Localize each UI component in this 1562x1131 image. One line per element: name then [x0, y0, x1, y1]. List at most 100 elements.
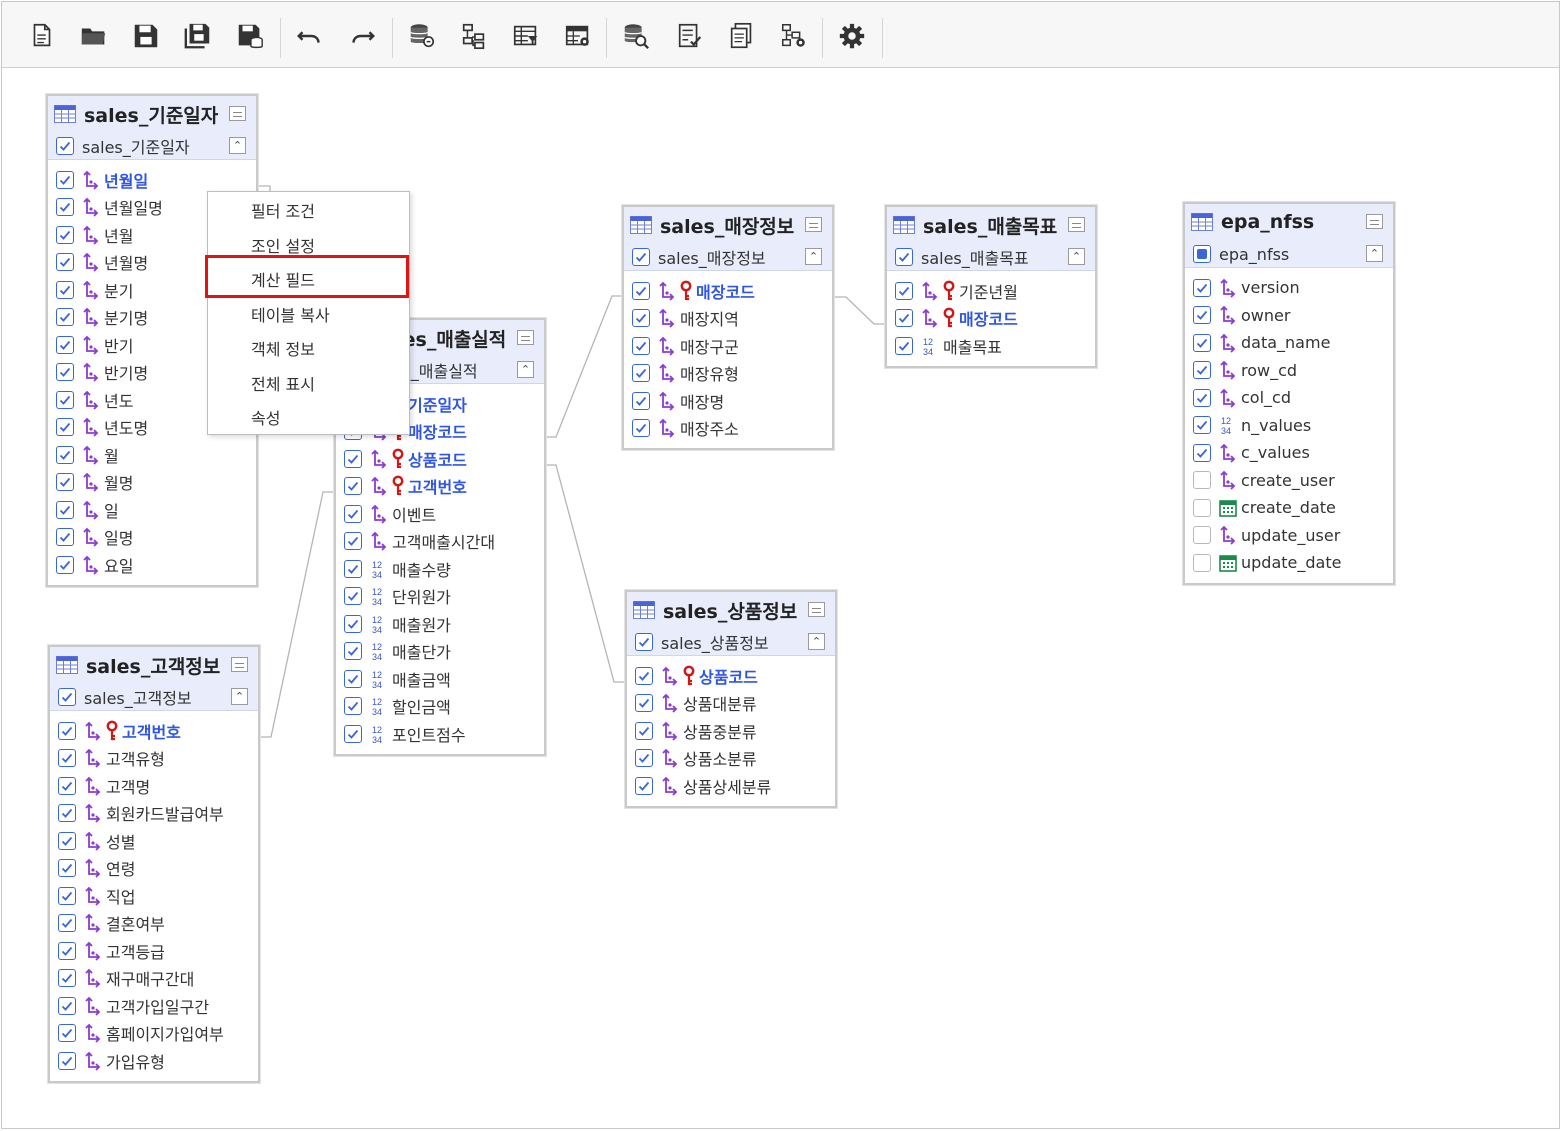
column-row[interactable]: 상품중분류 — [627, 717, 835, 745]
table-menu-button[interactable] — [1068, 217, 1085, 232]
new-file-button[interactable] — [22, 16, 62, 56]
context-menu-item[interactable]: 속성 — [251, 409, 281, 429]
column-row[interactable]: 년도명 — [48, 414, 256, 442]
column-row[interactable]: 직업 — [50, 882, 258, 910]
column-row[interactable]: 매장주소 — [624, 415, 832, 443]
column-row[interactable]: 고객명 — [50, 772, 258, 800]
column-row[interactable]: 가입유형 — [50, 1047, 258, 1075]
column-row[interactable]: 월명 — [48, 469, 256, 497]
column-row[interactable]: 고객매출시간대 — [336, 528, 544, 556]
column-checkbox[interactable] — [58, 941, 76, 960]
column-checkbox[interactable] — [344, 697, 362, 716]
column-checkbox[interactable] — [895, 281, 913, 300]
tree-settings-button[interactable] — [774, 16, 814, 56]
collapse-button[interactable]: ⌃ — [1366, 245, 1383, 262]
column-checkbox[interactable] — [1193, 526, 1211, 545]
column-checkbox[interactable] — [56, 555, 74, 574]
column-row[interactable]: create_user — [1185, 467, 1393, 495]
column-checkbox[interactable] — [1193, 443, 1211, 462]
column-checkbox[interactable] — [344, 477, 362, 496]
column-checkbox[interactable] — [56, 500, 74, 519]
alias-checkbox[interactable] — [1193, 245, 1211, 263]
column-checkbox[interactable] — [632, 364, 650, 383]
column-row[interactable]: 재구매구간대 — [50, 965, 258, 993]
collapse-button[interactable]: ⌃ — [517, 361, 534, 378]
column-checkbox[interactable] — [635, 666, 653, 685]
column-checkbox[interactable] — [635, 749, 653, 768]
collapse-button[interactable]: ⌃ — [1068, 248, 1085, 265]
column-checkbox[interactable] — [632, 419, 650, 438]
column-row[interactable]: 연령 — [50, 855, 258, 883]
documents-button[interactable] — [722, 16, 762, 56]
context-menu-item[interactable]: 테이블 복사 — [251, 305, 330, 325]
column-checkbox[interactable] — [58, 1024, 76, 1043]
column-checkbox[interactable] — [58, 776, 76, 795]
column-checkbox[interactable] — [344, 669, 362, 688]
column-row[interactable]: 요일 — [48, 551, 256, 579]
column-checkbox[interactable] — [56, 445, 74, 464]
column-checkbox[interactable] — [56, 308, 74, 327]
context-menu-item[interactable]: 계산 필드 — [251, 271, 315, 291]
column-checkbox[interactable] — [635, 776, 653, 795]
column-row[interactable]: 년월 — [48, 221, 256, 249]
column-row[interactable]: version — [1185, 274, 1393, 302]
column-checkbox[interactable] — [635, 694, 653, 713]
hierarchy-button[interactable] — [454, 16, 494, 56]
column-checkbox[interactable] — [344, 642, 362, 661]
column-checkbox[interactable] — [635, 721, 653, 740]
column-checkbox[interactable] — [344, 532, 362, 551]
open-folder-button[interactable] — [74, 16, 114, 56]
column-row[interactable]: owner — [1185, 302, 1393, 330]
column-checkbox[interactable] — [58, 749, 76, 768]
column-row[interactable]: 기준년월 — [887, 277, 1095, 305]
column-row[interactable]: 분기 — [48, 276, 256, 304]
column-row[interactable]: 일명 — [48, 524, 256, 552]
table-filter-button[interactable] — [506, 16, 546, 56]
column-checkbox[interactable] — [56, 253, 74, 272]
column-checkbox[interactable] — [344, 559, 362, 578]
undo-button[interactable] — [290, 16, 330, 56]
column-row[interactable]: 상품상세분류 — [627, 772, 835, 800]
column-checkbox[interactable] — [58, 804, 76, 823]
context-menu-item[interactable]: 전체 표시 — [251, 374, 315, 394]
column-checkbox[interactable] — [56, 225, 74, 244]
column-checkbox[interactable] — [56, 170, 74, 189]
redo-button[interactable] — [342, 16, 382, 56]
column-checkbox[interactable] — [56, 363, 74, 382]
column-checkbox[interactable] — [632, 281, 650, 300]
column-row[interactable]: 분기명 — [48, 304, 256, 332]
alias-checkbox[interactable] — [56, 137, 74, 155]
column-checkbox[interactable] — [56, 473, 74, 492]
table-menu-button[interactable] — [231, 657, 248, 672]
column-checkbox[interactable] — [56, 198, 74, 217]
alias-checkbox[interactable] — [632, 248, 650, 266]
column-checkbox[interactable] — [1193, 361, 1211, 380]
column-row[interactable]: create_date — [1185, 494, 1393, 522]
column-checkbox[interactable] — [895, 336, 913, 355]
column-checkbox[interactable] — [56, 280, 74, 299]
save-db-button[interactable] — [230, 16, 270, 56]
alias-checkbox[interactable] — [635, 633, 653, 651]
collapse-button[interactable]: ⌃ — [805, 248, 822, 265]
column-row[interactable]: 일 — [48, 496, 256, 524]
column-checkbox[interactable] — [632, 391, 650, 410]
table-menu-button[interactable] — [1366, 214, 1383, 229]
alias-checkbox[interactable] — [58, 688, 76, 706]
column-checkbox[interactable] — [1193, 333, 1211, 352]
